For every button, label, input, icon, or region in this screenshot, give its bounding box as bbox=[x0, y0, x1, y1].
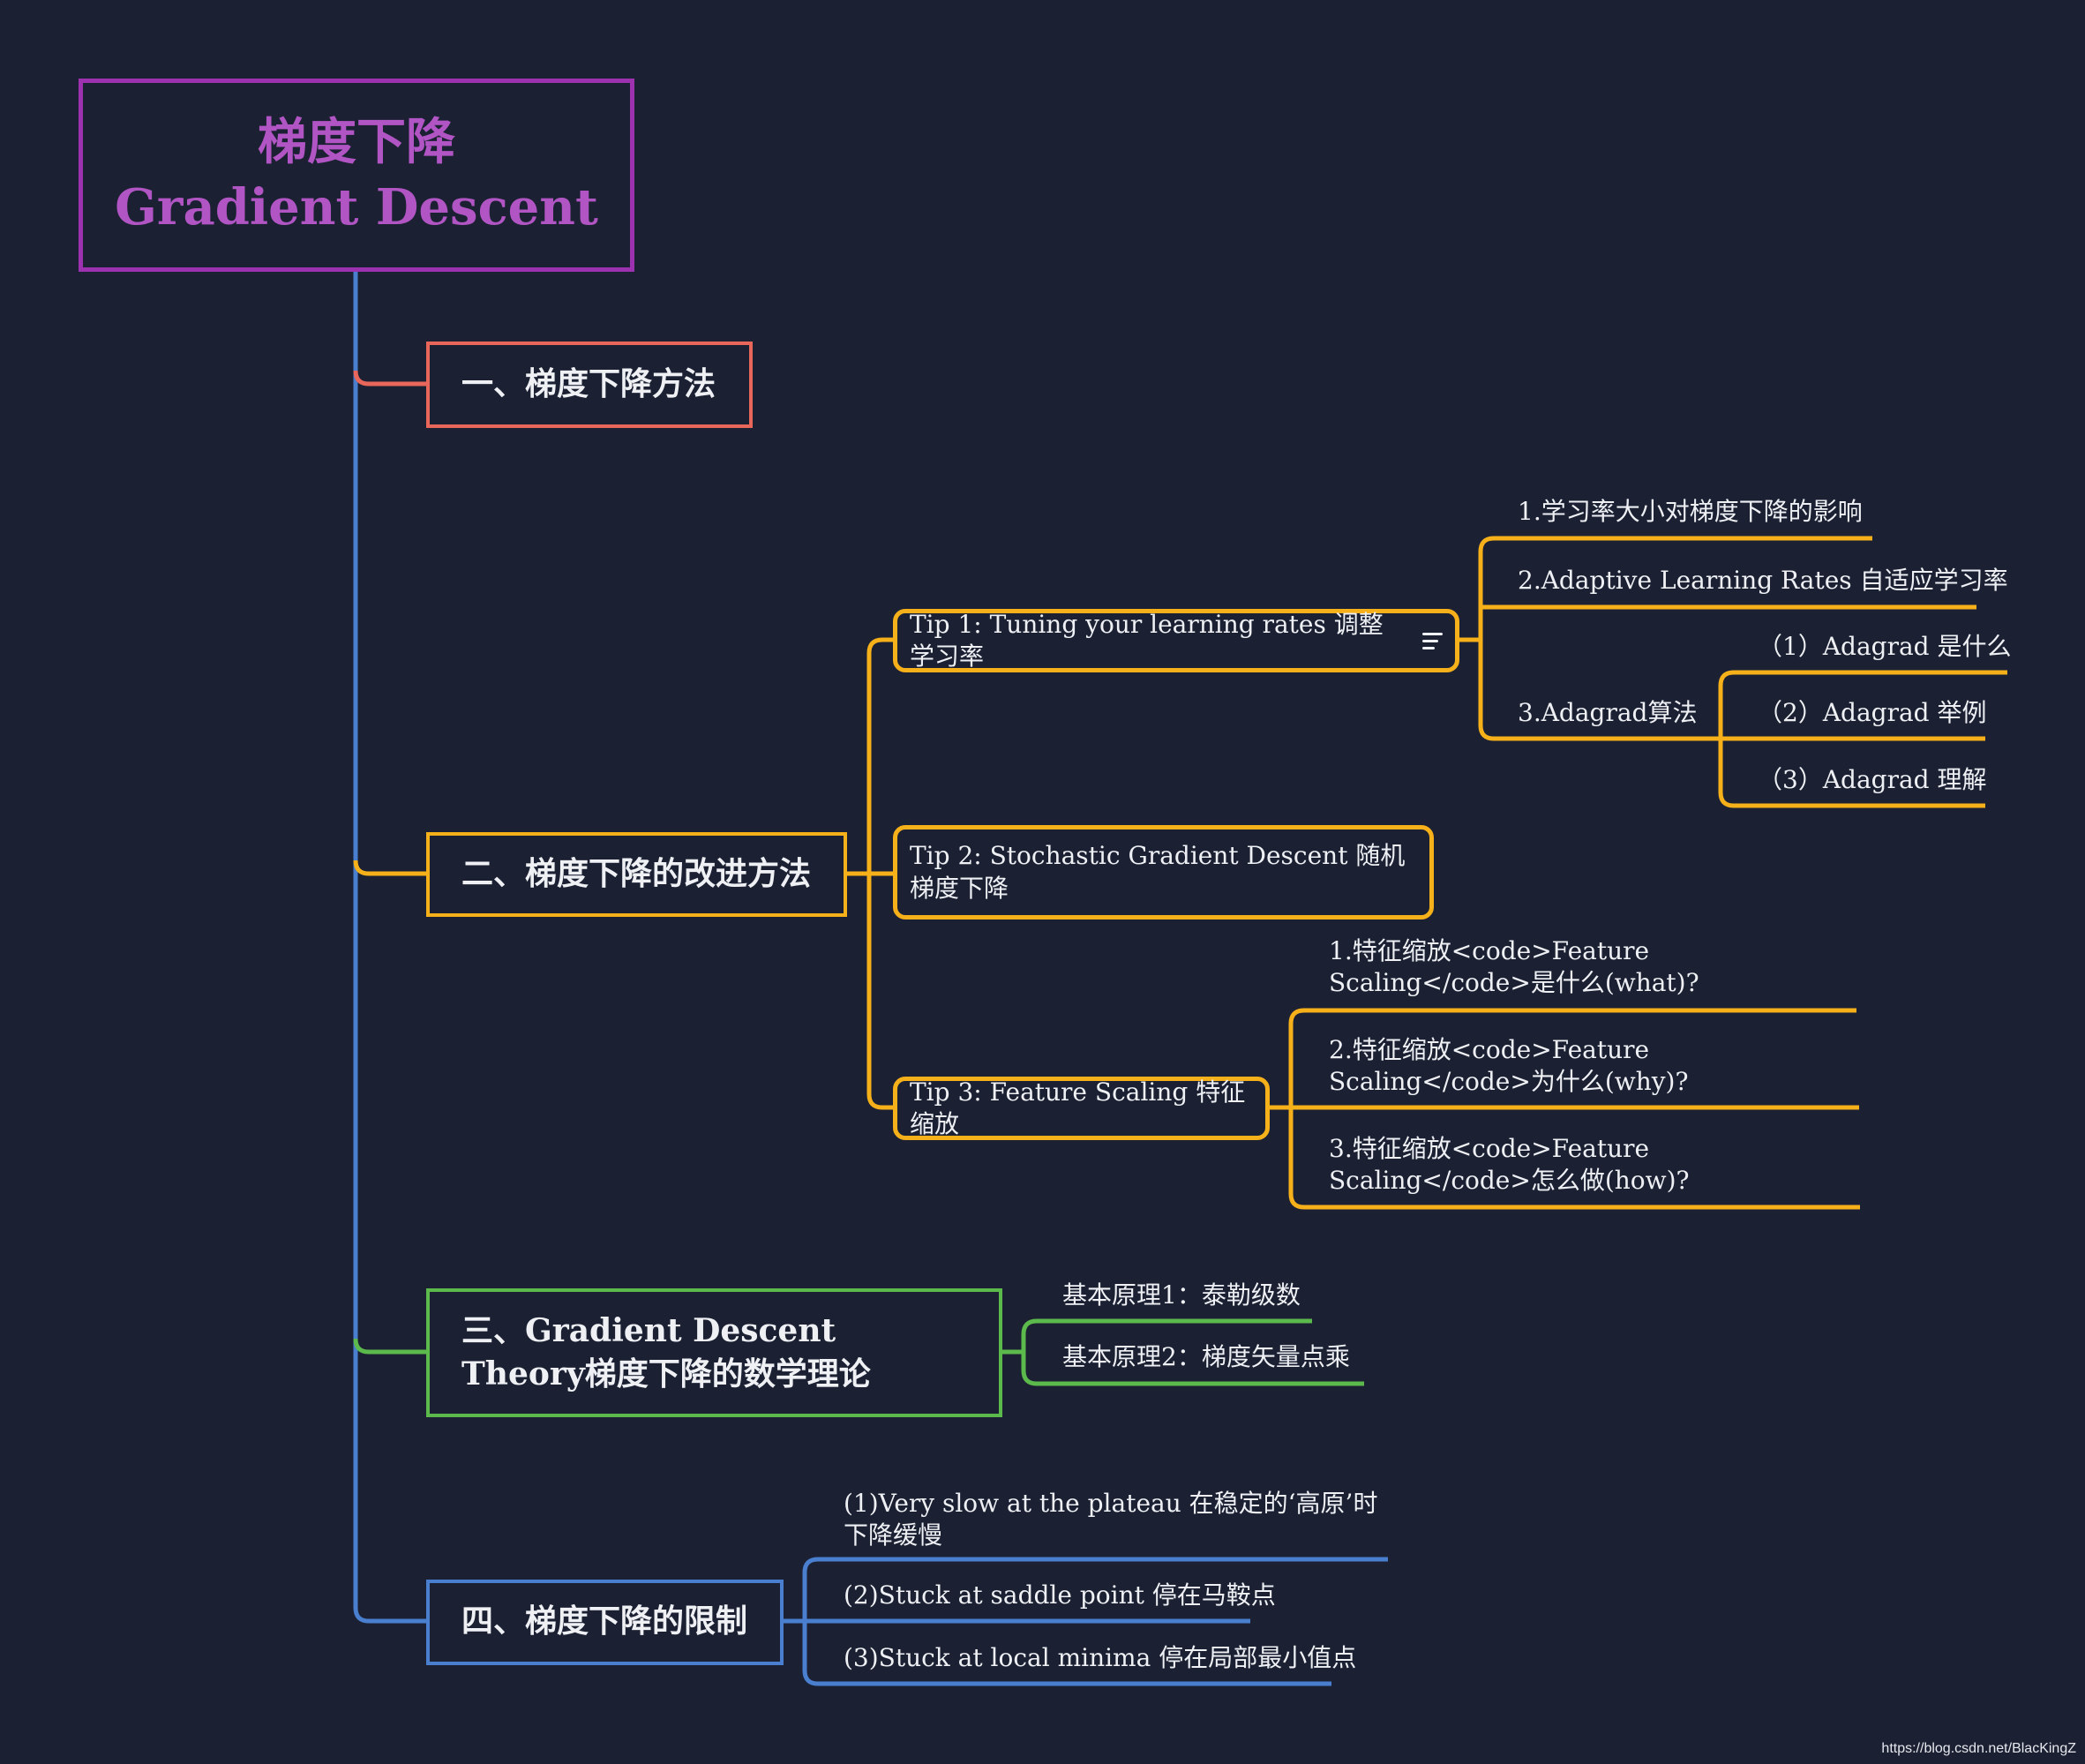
section-3-node[interactable]: 三、Gradient Descent Theory梯度下降的数学理论 bbox=[426, 1288, 1002, 1417]
section-2-node[interactable]: 二、梯度下降的改进方法 bbox=[426, 832, 847, 917]
adagrad-item-3[interactable]: （3）Adagrad 理解 bbox=[1758, 765, 1987, 794]
section-4-item-1[interactable]: (1)Very slow at the plateau 在稳定的‘高原’时下降缓… bbox=[844, 1489, 1378, 1550]
connector-s1 bbox=[353, 370, 428, 387]
connector-s2-spine bbox=[845, 637, 896, 1110]
root-title-en: Gradient Descent bbox=[115, 177, 598, 236]
tip-3-label: Tip 3: Feature Scaling 特征缩放 bbox=[910, 1077, 1246, 1138]
connector-s2 bbox=[353, 859, 428, 876]
section-3-item-2[interactable]: 基本原理2：梯度矢量点乘 bbox=[1062, 1342, 1350, 1371]
tip-3-item-1[interactable]: 1.特征缩放<code>Feature Scaling</code>是什么(wh… bbox=[1329, 936, 1699, 998]
tip-3-item-3[interactable]: 3.特征缩放<code>Feature Scaling</code>怎么做(ho… bbox=[1329, 1134, 1690, 1196]
connector-s4-items bbox=[782, 1557, 1388, 1686]
watermark-text: https://blog.csdn.net/BlacKingZ bbox=[1881, 1741, 2076, 1756]
trunk-line bbox=[353, 272, 428, 1624]
connector-tip3-items bbox=[1266, 1008, 1860, 1210]
section-4-item-3[interactable]: (3)Stuck at local minima 停在局部最小值点 bbox=[844, 1643, 1357, 1672]
tip-2-label: Tip 2: Stochastic Gradient Descent 随机梯度下… bbox=[910, 841, 1406, 903]
section-3-label: 三、Gradient Descent Theory梯度下降的数学理论 bbox=[461, 1312, 871, 1392]
connector-tip1-items bbox=[1456, 536, 1976, 741]
section-1-node[interactable]: 一、梯度下降方法 bbox=[426, 342, 753, 428]
tip-3-node[interactable]: Tip 3: Feature Scaling 特征缩放 bbox=[893, 1077, 1270, 1140]
tip-2-node[interactable]: Tip 2: Stochastic Gradient Descent 随机梯度下… bbox=[893, 825, 1434, 920]
adagrad-item-1[interactable]: （1）Adagrad 是什么 bbox=[1758, 632, 2012, 661]
connector-adagrad-items bbox=[1718, 670, 2007, 808]
tip-1-item-3[interactable]: 3.Adagrad算法 bbox=[1518, 698, 1698, 727]
adagrad-item-2[interactable]: （2）Adagrad 举例 bbox=[1758, 698, 1987, 727]
notes-icon[interactable] bbox=[1421, 628, 1443, 654]
section-4-item-2[interactable]: (2)Stuck at saddle point 停在马鞍点 bbox=[844, 1580, 1276, 1610]
section-4-label: 四、梯度下降的限制 bbox=[461, 1603, 748, 1640]
section-3-item-1[interactable]: 基本原理1：泰勒级数 bbox=[1062, 1280, 1301, 1310]
root-node[interactable]: 梯度下降 Gradient Descent bbox=[79, 79, 634, 272]
section-4-node[interactable]: 四、梯度下降的限制 bbox=[426, 1580, 784, 1665]
connector-s3-items bbox=[1000, 1318, 1364, 1386]
section-2-label: 二、梯度下降的改进方法 bbox=[461, 855, 812, 892]
tip-3-item-2[interactable]: 2.特征缩放<code>Feature Scaling</code>为什么(wh… bbox=[1329, 1035, 1689, 1097]
connector-s3 bbox=[353, 1338, 428, 1355]
tip-1-node[interactable]: Tip 1: Tuning your learning rates 调整学习率 bbox=[893, 609, 1459, 672]
tip-1-item-1[interactable]: 1.学习率大小对梯度下降的影响 bbox=[1518, 497, 1863, 526]
section-1-label: 一、梯度下降方法 bbox=[461, 365, 716, 402]
root-title-cn: 梯度下降 bbox=[258, 113, 455, 171]
tip-1-label: Tip 1: Tuning your learning rates 调整学习率 bbox=[910, 609, 1384, 671]
tip-1-item-2[interactable]: 2.Adaptive Learning Rates 自适应学习率 bbox=[1518, 566, 2008, 595]
